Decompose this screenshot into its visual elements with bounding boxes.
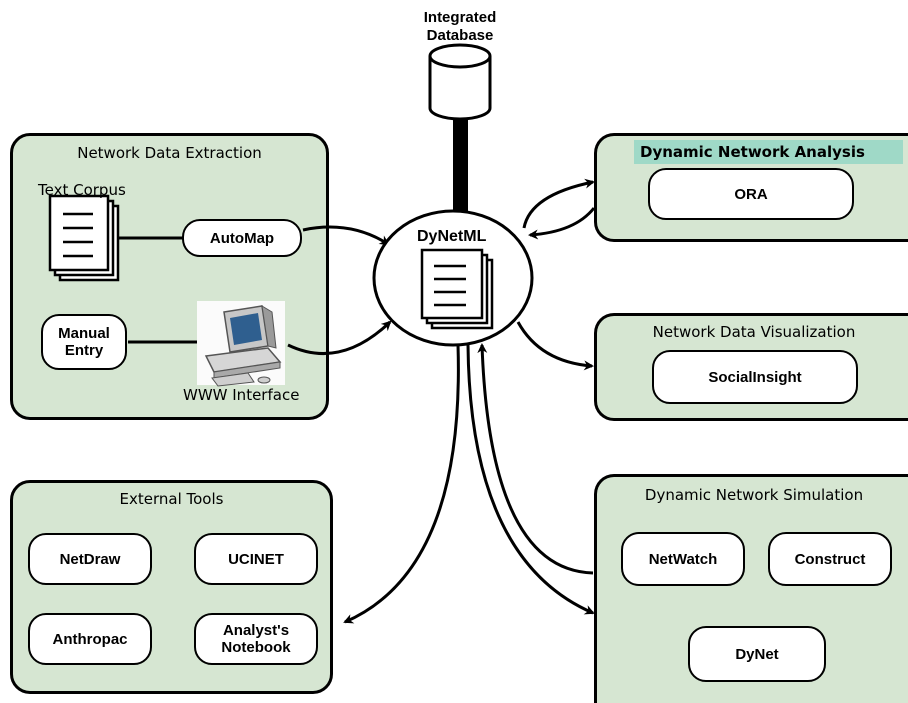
text-corpus-label: Text Corpus — [38, 181, 126, 199]
ora-hub-arrow — [528, 207, 596, 240]
anthropac-node[interactable]: Anthropac — [28, 613, 152, 665]
automap-label: AutoMap — [209, 229, 275, 247]
www-interface-label: WWW Interface — [183, 386, 300, 404]
socialinsight-label: SocialInsight — [708, 368, 802, 386]
www-hub-arrow — [287, 320, 392, 356]
analysts-notebook-node[interactable]: Analyst's Notebook — [194, 613, 318, 665]
hub-document-stack-icon — [420, 248, 494, 330]
computer-icon — [197, 301, 285, 387]
ora-node[interactable]: ORA — [648, 168, 854, 220]
automap-hub-arrow — [302, 225, 390, 246]
hub-label: DyNetML — [417, 228, 487, 245]
panel-title: External Tools — [119, 490, 224, 508]
manual-entry-line1: Manual — [58, 325, 110, 342]
manual-entry-line2: Entry — [64, 342, 104, 359]
simulation-hub-arrow — [477, 343, 594, 575]
panel-title: Dynamic Network Analysis — [634, 140, 903, 164]
document-stack-icon — [48, 194, 120, 282]
dynet-node[interactable]: DyNet — [688, 626, 826, 682]
construct-label: Construct — [794, 550, 866, 568]
database-label: Integrated Database — [400, 9, 520, 45]
panel-title: Dynamic Network Simulation — [644, 486, 864, 504]
dynet-label: DyNet — [735, 645, 779, 663]
database-label-line1: Integrated — [423, 9, 497, 26]
netdraw-label: NetDraw — [59, 550, 121, 568]
hub-ora-arrow — [522, 178, 595, 229]
database-label-line2: Database — [426, 27, 494, 44]
netdraw-node[interactable]: NetDraw — [28, 533, 152, 585]
panel-title: Network Data Visualization — [652, 323, 856, 341]
ucinet-label: UCINET — [228, 550, 284, 568]
manual-entry-node[interactable]: Manual Entry — [41, 314, 127, 370]
hub-external-arrow — [343, 344, 460, 624]
ora-label: ORA — [734, 185, 768, 203]
construct-node[interactable]: Construct — [768, 532, 892, 586]
hub-visualization-arrow — [516, 321, 594, 371]
automap-node[interactable]: AutoMap — [182, 219, 302, 257]
anthropac-label: Anthropac — [52, 630, 128, 648]
netwatch-node[interactable]: NetWatch — [621, 532, 745, 586]
netwatch-label: NetWatch — [648, 550, 718, 568]
analysts-notebook-line2: Notebook — [221, 639, 291, 656]
ucinet-node[interactable]: UCINET — [194, 533, 318, 585]
database-link — [453, 120, 468, 215]
hub-simulation-arrow — [466, 344, 595, 615]
analysts-notebook-line1: Analyst's — [222, 622, 290, 639]
database-icon — [428, 43, 492, 121]
socialinsight-node[interactable]: SocialInsight — [652, 350, 858, 404]
panel-title: Network Data Extraction — [77, 144, 262, 162]
